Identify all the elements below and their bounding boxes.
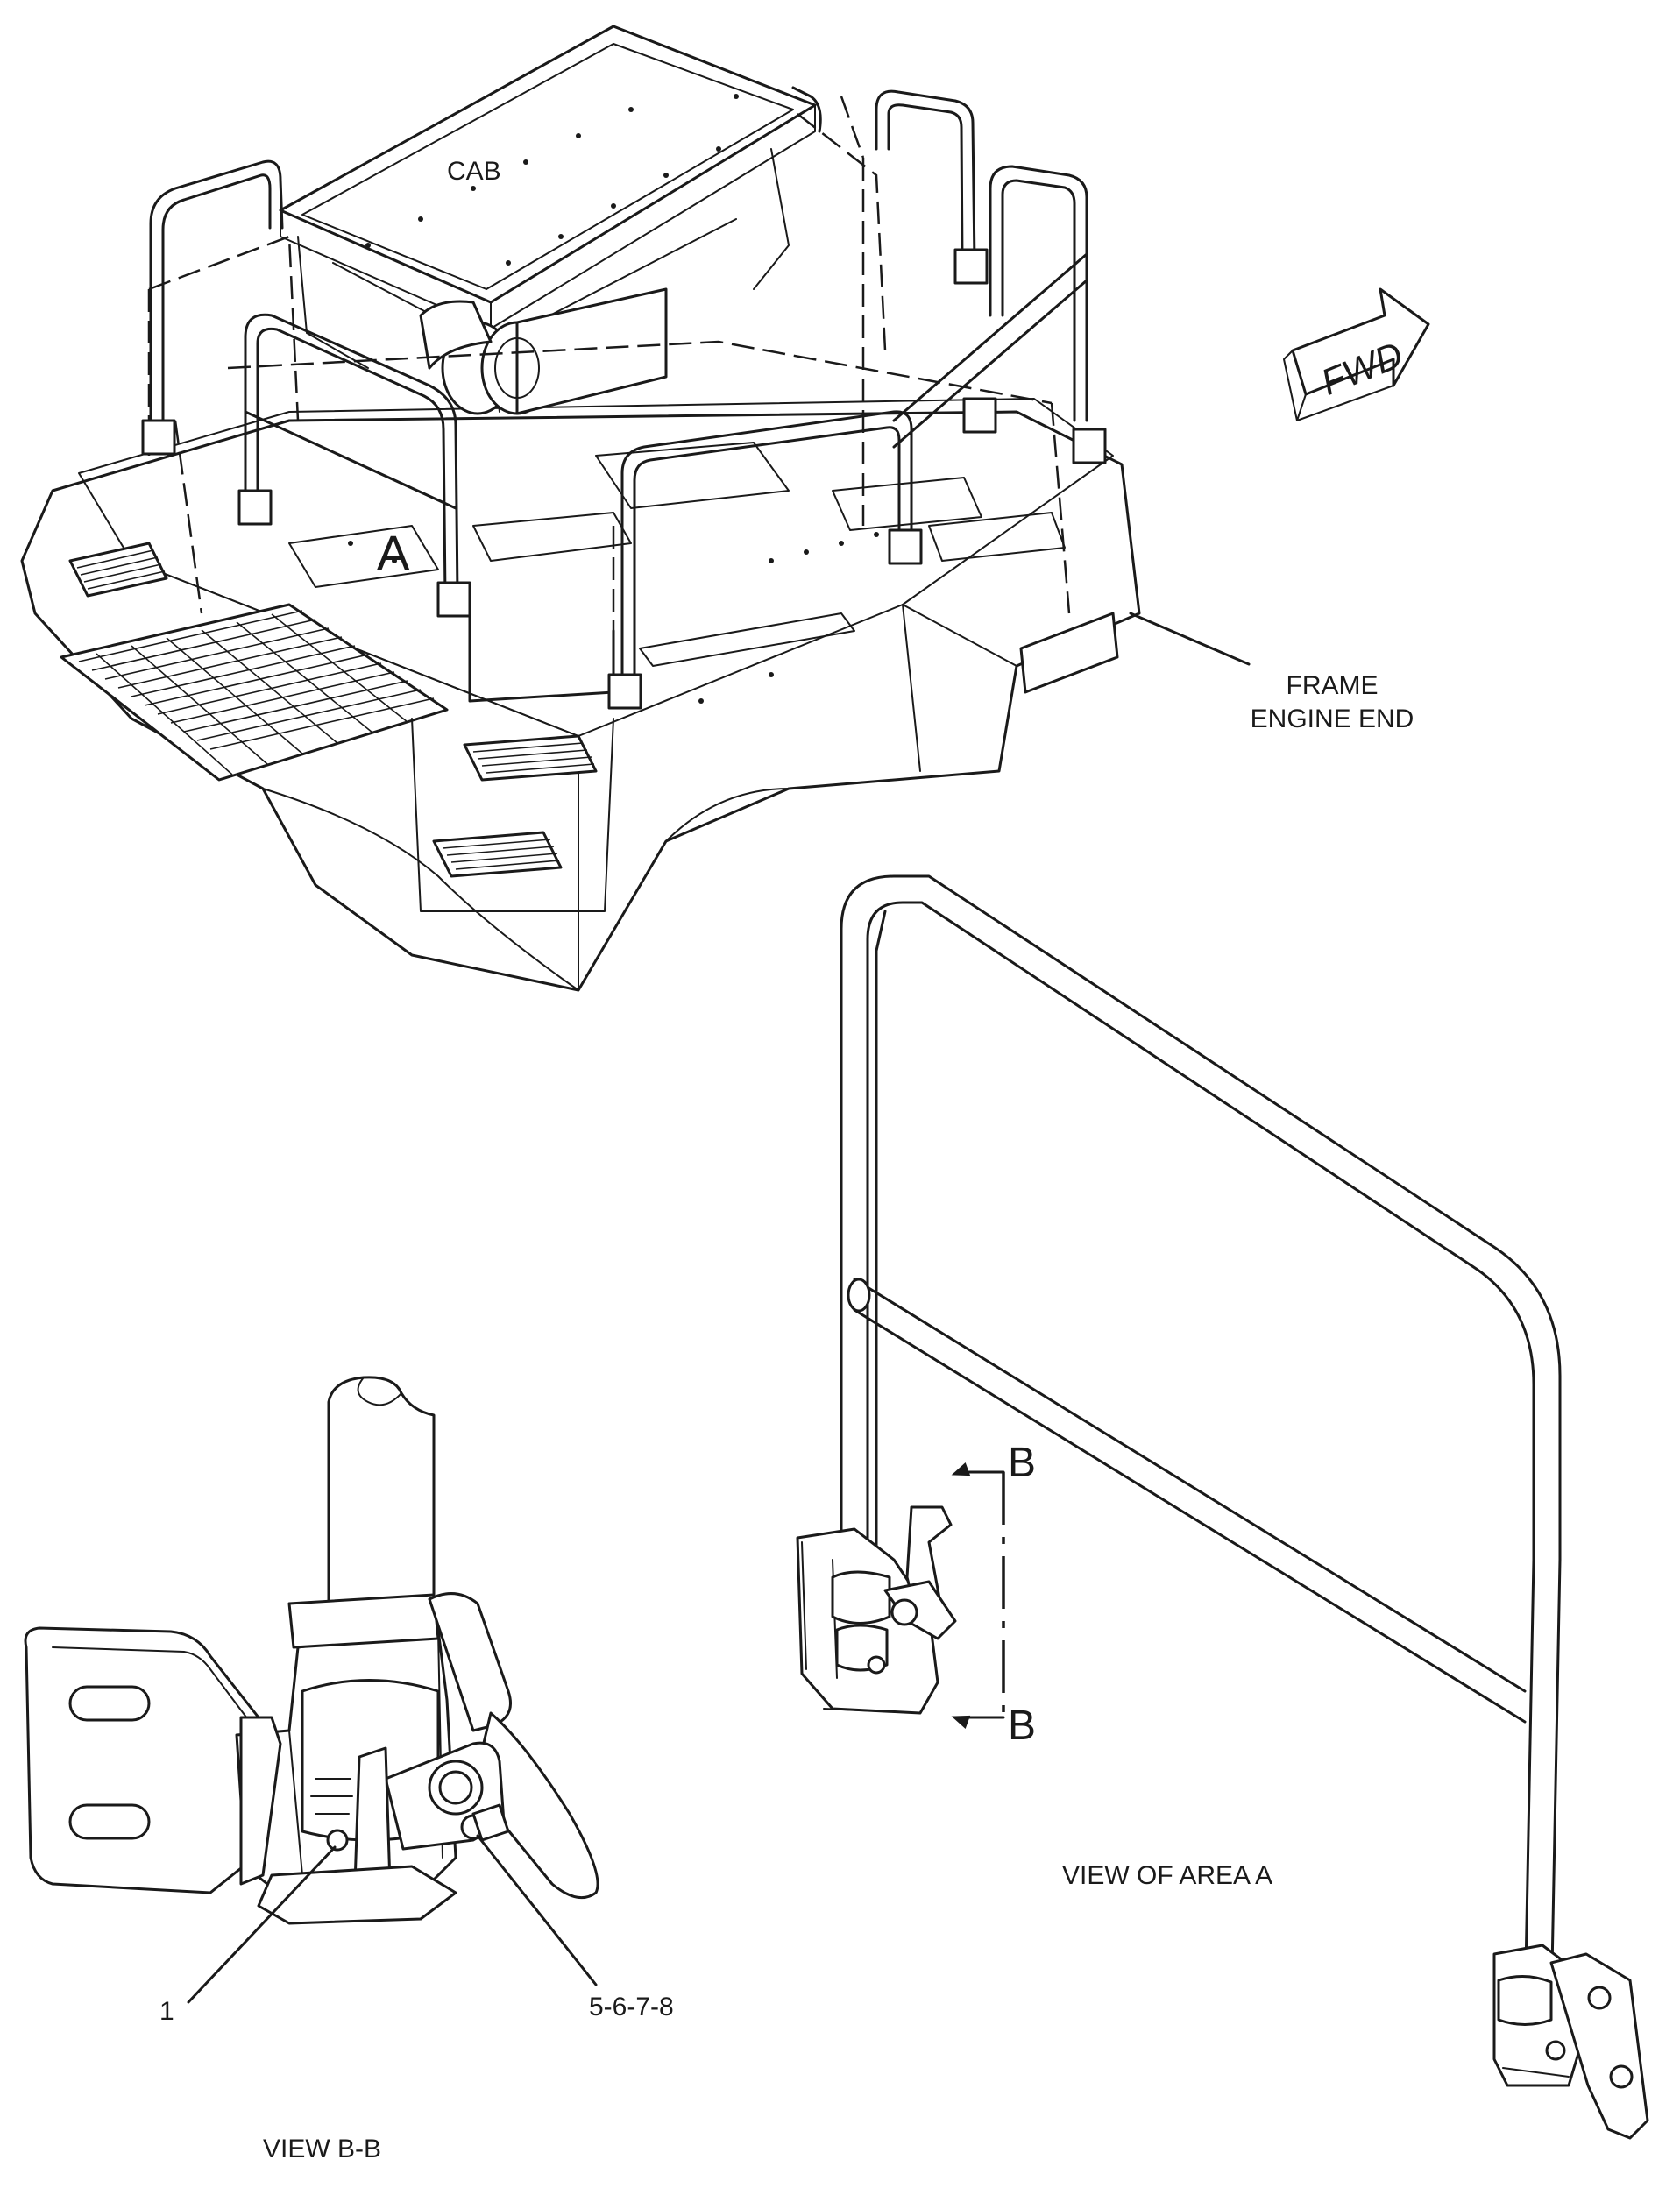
upper-latch-clamp [796,1505,957,1715]
frame-label-line1: FRAME [1287,671,1379,700]
callout-1-label: 1 [159,1997,174,2026]
left-grating [78,610,435,775]
overview-handrails [149,86,1088,703]
callout-1-leader [187,1845,337,2004]
section-b-b-marker: B B [951,1440,1036,1749]
view-b-b-label: VIEW B-B [263,2135,381,2163]
bolt-1 [326,1829,349,1852]
overview-bolts [348,94,879,704]
area-a-label: A [377,525,410,580]
frame-leader-line [1129,612,1251,666]
cab-label: CAB [447,157,501,186]
frame-label-line2: ENGINE END [1251,705,1414,733]
section-b-bottom-label: B [1008,1703,1036,1749]
callout-5678-label: 5-6-7-8 [589,1993,674,2022]
forward-arrow-icon: FWD [1283,287,1430,421]
view-b-b: 1 5-6-7-8 VIEW B-B [24,1376,674,2163]
view-area-a-label: VIEW OF AREA A [1062,1861,1272,1890]
overview-hinges [141,248,1107,710]
callout-5678-leader [476,1834,598,1986]
lower-latch-clamp [1492,1944,1649,2140]
machine-overview: FWD CAB A FRAME ENGINE END [20,25,1430,992]
section-b-top-label: B [1008,1440,1036,1486]
view-area-a: B B VIEW OF AREA A [796,874,1649,2140]
